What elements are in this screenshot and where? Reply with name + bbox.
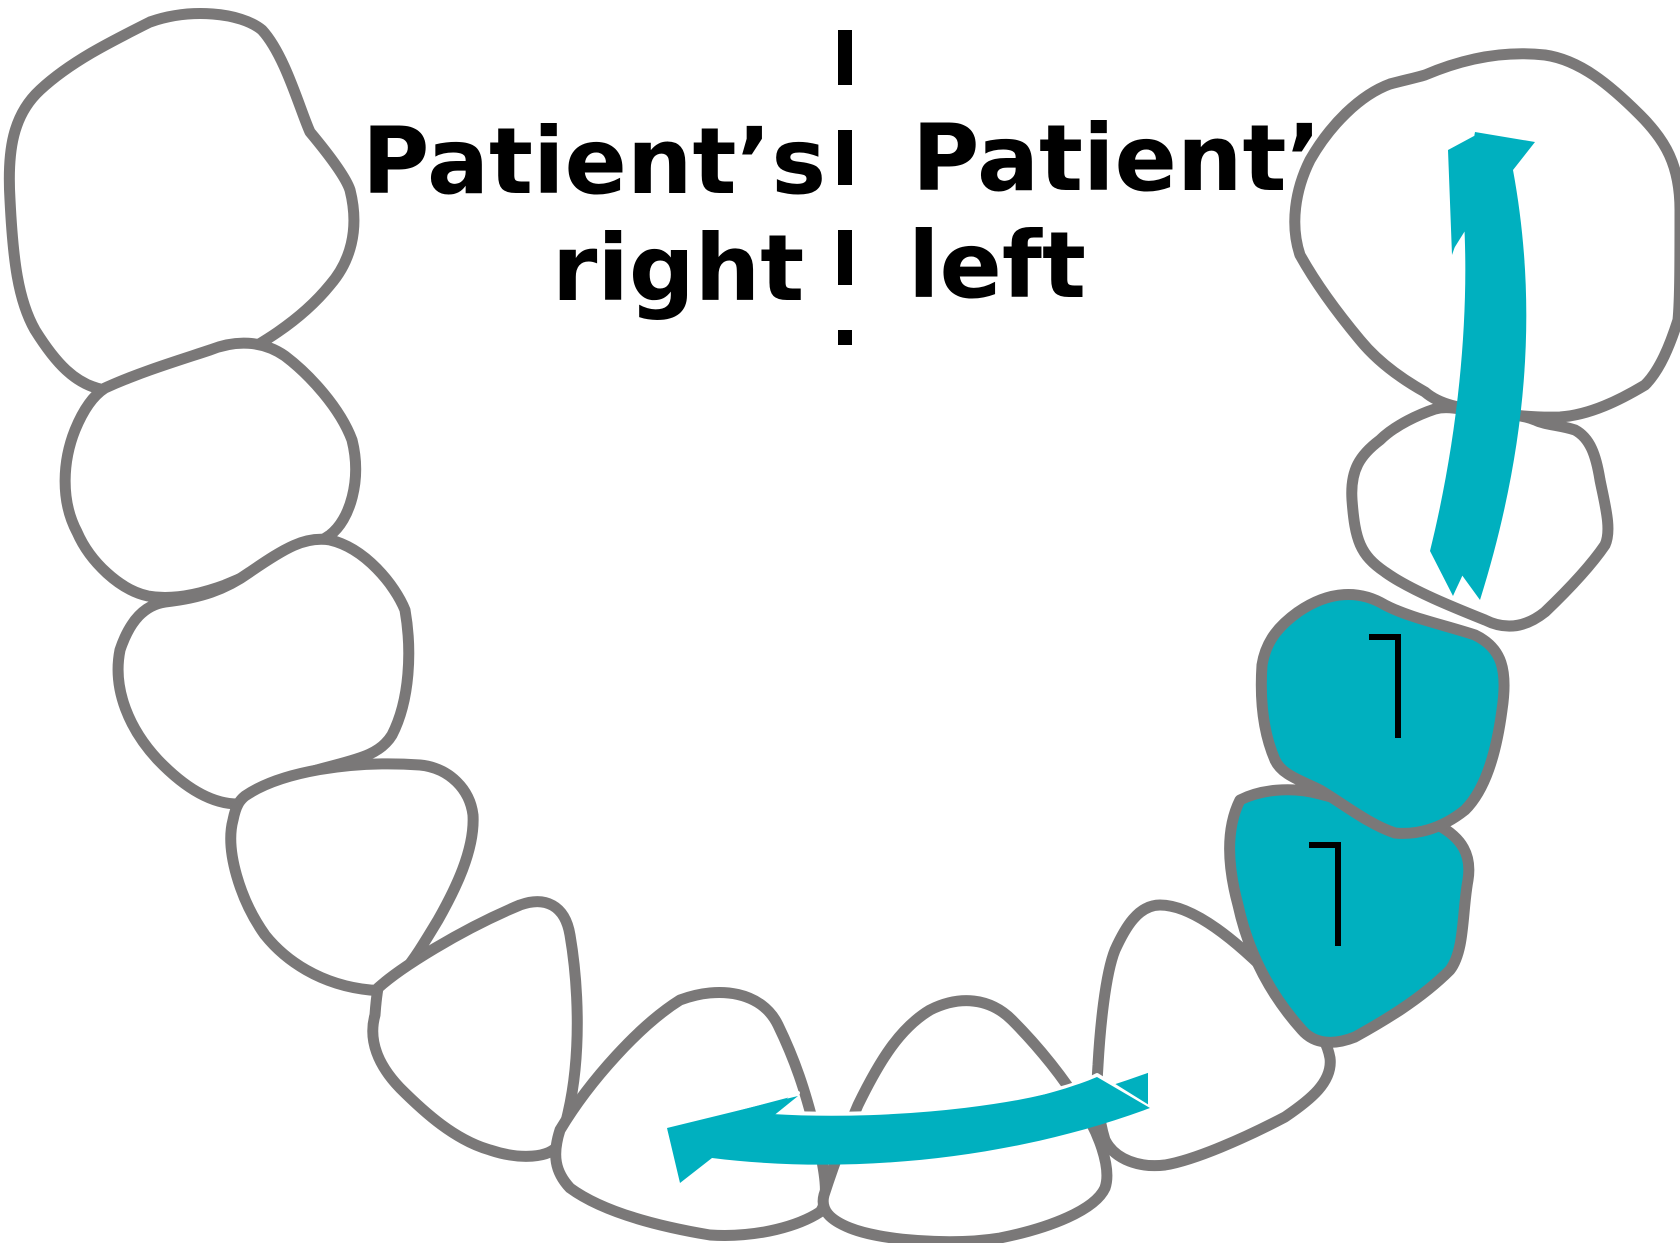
tooth-right-molar-2 [3, 8, 360, 396]
patient-right-label-line2: right [552, 215, 804, 322]
patient-right-label-line1: Patient’s [362, 108, 826, 215]
tooth-left-canine-highlighted [1255, 589, 1510, 839]
mesial-shift-arrow-body [667, 1077, 1150, 1183]
tooth-marker-premolar-1 [1309, 842, 1341, 946]
tooth-right-premolar-2 [112, 533, 415, 810]
distal-molar-arrow-shaft [1443, 132, 1535, 600]
tooth-left-central-incisor [1091, 899, 1336, 1172]
tooth-marker-canine [1369, 634, 1401, 738]
patient-left-label-line2: left [908, 212, 1086, 319]
